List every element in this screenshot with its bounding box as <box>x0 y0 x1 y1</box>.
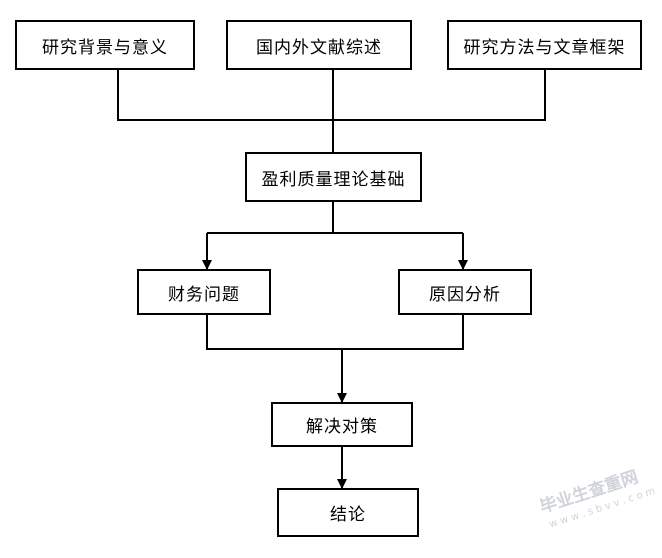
node-financial-issues: 财务问题 <box>137 269 271 315</box>
node-research-background-label: 研究背景与意义 <box>42 37 168 58</box>
node-solutions: 解决对策 <box>271 402 413 447</box>
node-research-methods: 研究方法与文章框架 <box>447 20 642 70</box>
node-cause-analysis: 原因分析 <box>398 269 532 315</box>
node-literature-review-label: 国内外文献综述 <box>256 37 382 58</box>
node-research-methods-label: 研究方法与文章框架 <box>463 37 626 58</box>
node-financial-issues-label: 财务问题 <box>168 284 240 305</box>
node-cause-analysis-label: 原因分析 <box>429 284 501 305</box>
node-research-background: 研究背景与意义 <box>15 20 195 70</box>
node-profit-quality-theory: 盈利质量理论基础 <box>245 152 422 202</box>
node-conclusion: 结论 <box>277 488 419 537</box>
node-solutions-label: 解决对策 <box>306 417 378 437</box>
node-profit-quality-theory-label: 盈利质量理论基础 <box>261 169 406 190</box>
node-literature-review: 国内外文献综述 <box>226 20 412 70</box>
node-conclusion-label: 结论 <box>330 505 366 525</box>
